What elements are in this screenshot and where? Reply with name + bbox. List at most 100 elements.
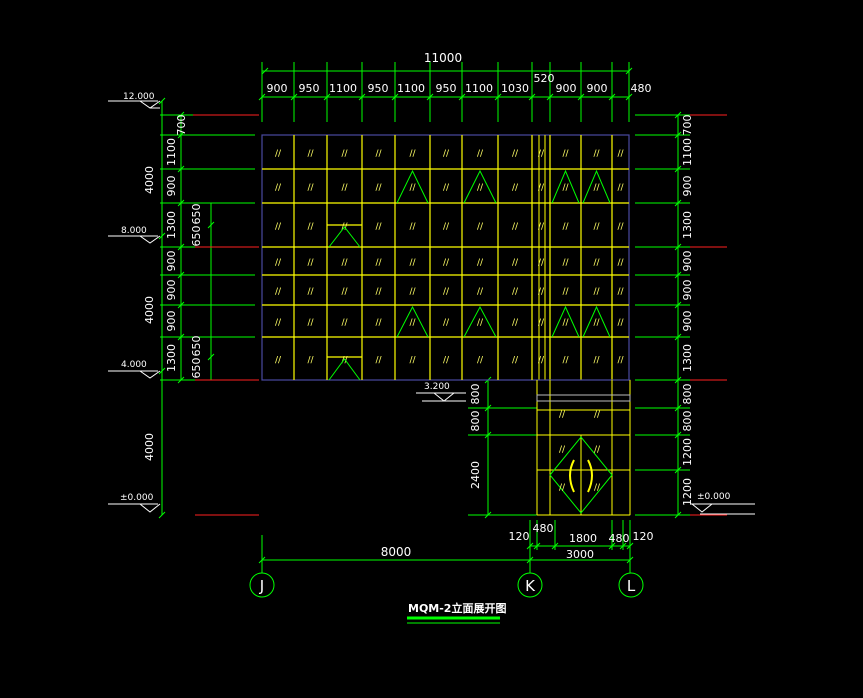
glass-pane: // xyxy=(594,483,601,493)
glass-pane: // xyxy=(307,222,314,232)
vent-triangle xyxy=(396,305,429,338)
dimension-tick xyxy=(674,466,682,474)
axis-bubble-l: L xyxy=(618,572,644,598)
right-dimension-label: 900 xyxy=(681,176,694,197)
left-sub-label: 650 xyxy=(190,358,203,379)
vent-triangle xyxy=(328,358,361,381)
bottom-dimension-label: 120 xyxy=(633,530,654,543)
glass-pane: // xyxy=(477,318,484,328)
dimension-tick xyxy=(158,367,166,375)
top-dimension-label: 1100 xyxy=(329,82,357,95)
dimension-tick xyxy=(177,165,185,173)
left-inner-label: 700 xyxy=(175,115,188,136)
dimension-tick xyxy=(533,542,541,550)
glass-pane: // xyxy=(538,149,545,159)
dimension-tick xyxy=(526,556,534,564)
glass-pane: // xyxy=(275,287,282,297)
left-inner-label: 900 xyxy=(165,280,178,301)
dimension-tick xyxy=(674,333,682,341)
glass-pane: // xyxy=(443,318,450,328)
glass-pane: // xyxy=(593,183,600,193)
glass-pane: // xyxy=(375,222,382,232)
glass-pane: // xyxy=(593,318,600,328)
dimension-tick xyxy=(290,93,298,101)
glass-pane: // xyxy=(443,287,450,297)
right-dimension-label: 800 xyxy=(681,411,694,432)
left-inner-label: 1100 xyxy=(165,138,178,166)
glass-pane: // xyxy=(512,149,519,159)
dimension-tick xyxy=(674,376,682,384)
glass-pane: // xyxy=(477,356,484,366)
level-marker-0000-left: ±0.000 xyxy=(108,493,161,513)
glass-pane: // xyxy=(375,287,382,297)
level-marker-4000: 4.000 xyxy=(108,360,161,379)
glass-pane: // xyxy=(538,222,545,232)
glass-pane: // xyxy=(409,258,416,268)
glass-pane: // xyxy=(375,258,382,268)
glass-pane: // xyxy=(562,318,569,328)
glass-pane: // xyxy=(512,258,519,268)
top-dimension-label: 900 xyxy=(556,82,577,95)
dimension-tick xyxy=(358,93,366,101)
top-dimension-label: 480 xyxy=(631,82,652,95)
dimension-tick xyxy=(526,542,534,550)
right-dimension-label: 900 xyxy=(681,311,694,332)
left-outer-label: 4000 xyxy=(143,166,156,194)
glass-pane: // xyxy=(562,356,569,366)
glass-pane: // xyxy=(409,287,416,297)
top-dimension-label: 950 xyxy=(368,82,389,95)
glass-pane: // xyxy=(307,287,314,297)
top-dimension-label: 950 xyxy=(436,82,457,95)
glass-pane: // xyxy=(409,356,416,366)
glass-pane: // xyxy=(593,222,600,232)
dimension-tick xyxy=(494,93,502,101)
glass-pane: // xyxy=(341,183,348,193)
dimension-tick xyxy=(674,301,682,309)
top-dimension-label: 520 xyxy=(534,72,555,85)
glass-pane: // xyxy=(275,258,282,268)
glass-pane: // xyxy=(617,356,624,366)
curtain-wall-facade: ////////////////////////////////////////… xyxy=(193,114,727,516)
vent-triangle xyxy=(328,226,361,248)
dimension-tick xyxy=(177,333,185,341)
vent-triangle xyxy=(463,169,497,204)
glass-pane: // xyxy=(307,318,314,328)
top-dimension-label: 1100 xyxy=(397,82,425,95)
glass-pane: // xyxy=(275,222,282,232)
glass-pane: // xyxy=(512,287,519,297)
dimension-tick xyxy=(158,97,166,105)
dimension-tick xyxy=(608,542,616,550)
vent-triangle xyxy=(396,169,429,204)
dimension-tick xyxy=(546,93,554,101)
top-dimension-label: 1100 xyxy=(465,82,493,95)
dimension-tick xyxy=(674,131,682,139)
glass-pane: // xyxy=(341,258,348,268)
left-outer-label: 4000 xyxy=(143,433,156,461)
glass-pane: // xyxy=(562,149,569,159)
glass-pane: // xyxy=(443,149,450,159)
dimension-tick xyxy=(426,93,434,101)
door-handle-right xyxy=(587,459,593,493)
glass-pane: // xyxy=(512,222,519,232)
glass-pane: // xyxy=(341,149,348,159)
top-dimension-label: 900 xyxy=(267,82,288,95)
door-left-label: 800 xyxy=(469,384,482,405)
glass-pane: // xyxy=(477,183,484,193)
glass-pane: // xyxy=(538,356,545,366)
door-swing-diamond xyxy=(549,436,613,514)
glass-pane: // xyxy=(538,318,545,328)
bottom-dimension-label: 480 xyxy=(533,522,554,535)
entrance-door: //////////// xyxy=(536,379,631,516)
glass-pane: // xyxy=(477,258,484,268)
top-dimension-label: 900 xyxy=(587,82,608,95)
dimension-tick xyxy=(484,404,492,412)
dimension-tick xyxy=(484,431,492,439)
left-inner-label: 1300 xyxy=(165,211,178,239)
glass-pane: // xyxy=(617,258,624,268)
axis-bubble-k: K xyxy=(517,572,543,598)
dimension-tick xyxy=(207,353,215,361)
dimension-tick xyxy=(177,271,185,279)
dimension-tick xyxy=(391,93,399,101)
bottom-dimension-label: 1800 xyxy=(569,532,597,545)
